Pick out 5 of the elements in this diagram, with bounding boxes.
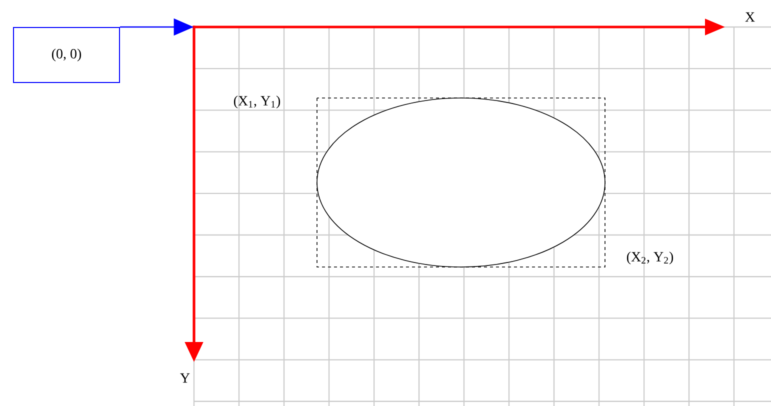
coordinate-box: (0, 0) (13, 27, 120, 83)
corner-label: (X$_{2}$, Y$_{2}$) (626, 252, 674, 264)
axis-label: X (745, 12, 755, 22)
axis-label: Y (180, 373, 190, 383)
corner-label: (X$_{1}$, Y$_{1}$) (234, 96, 280, 108)
